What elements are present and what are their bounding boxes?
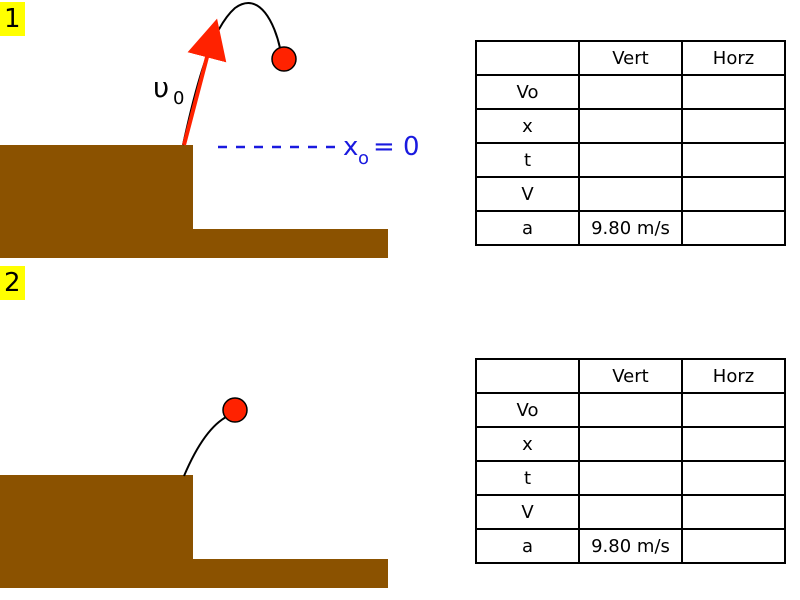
cell <box>578 108 683 144</box>
cell <box>681 176 786 212</box>
row-label: a <box>475 210 580 246</box>
velocity-arrow <box>182 18 227 146</box>
header-vert: Vert <box>578 358 683 394</box>
cell <box>578 74 683 110</box>
cell <box>681 392 786 428</box>
header-cell <box>475 40 580 76</box>
ground-1 <box>0 145 388 258</box>
cell <box>578 142 683 178</box>
cell <box>681 142 786 178</box>
row-label: a <box>475 528 580 564</box>
cell: 9.80 m/s <box>578 210 683 246</box>
header-vert: Vert <box>578 40 683 76</box>
row-label: t <box>475 142 580 178</box>
cell <box>681 74 786 110</box>
row-label: Vo <box>475 74 580 110</box>
cell <box>681 528 786 564</box>
row-label: x <box>475 108 580 144</box>
cell <box>681 460 786 496</box>
row-label: V <box>475 176 580 212</box>
ball-1 <box>271 46 297 72</box>
row-label: x <box>475 426 580 462</box>
trajectory-2 <box>183 415 229 477</box>
velocity-subscript: 0 <box>173 88 184 109</box>
cell: 9.80 m/s <box>578 528 683 564</box>
cell <box>578 426 683 462</box>
row-label: V <box>475 494 580 530</box>
cell <box>681 108 786 144</box>
header-horz: Horz <box>681 40 786 76</box>
ground-2 <box>0 475 388 588</box>
row-label: Vo <box>475 392 580 428</box>
origin-label: x <box>343 132 358 162</box>
cell <box>578 494 683 530</box>
cell <box>578 392 683 428</box>
cell <box>578 176 683 212</box>
header-cell <box>475 358 580 394</box>
panel-2-number: 2 <box>0 266 25 300</box>
cell <box>681 210 786 246</box>
origin-value: = 0 <box>373 132 420 162</box>
velocity-label: υ <box>153 71 169 104</box>
panel-1-number: 1 <box>0 2 25 36</box>
cell <box>681 426 786 462</box>
row-label: t <box>475 460 580 496</box>
trajectory-1 <box>182 2 281 146</box>
origin-subscript: o <box>358 148 369 169</box>
header-horz: Horz <box>681 358 786 394</box>
cell <box>578 460 683 496</box>
cell <box>681 494 786 530</box>
ball-2 <box>222 397 248 423</box>
